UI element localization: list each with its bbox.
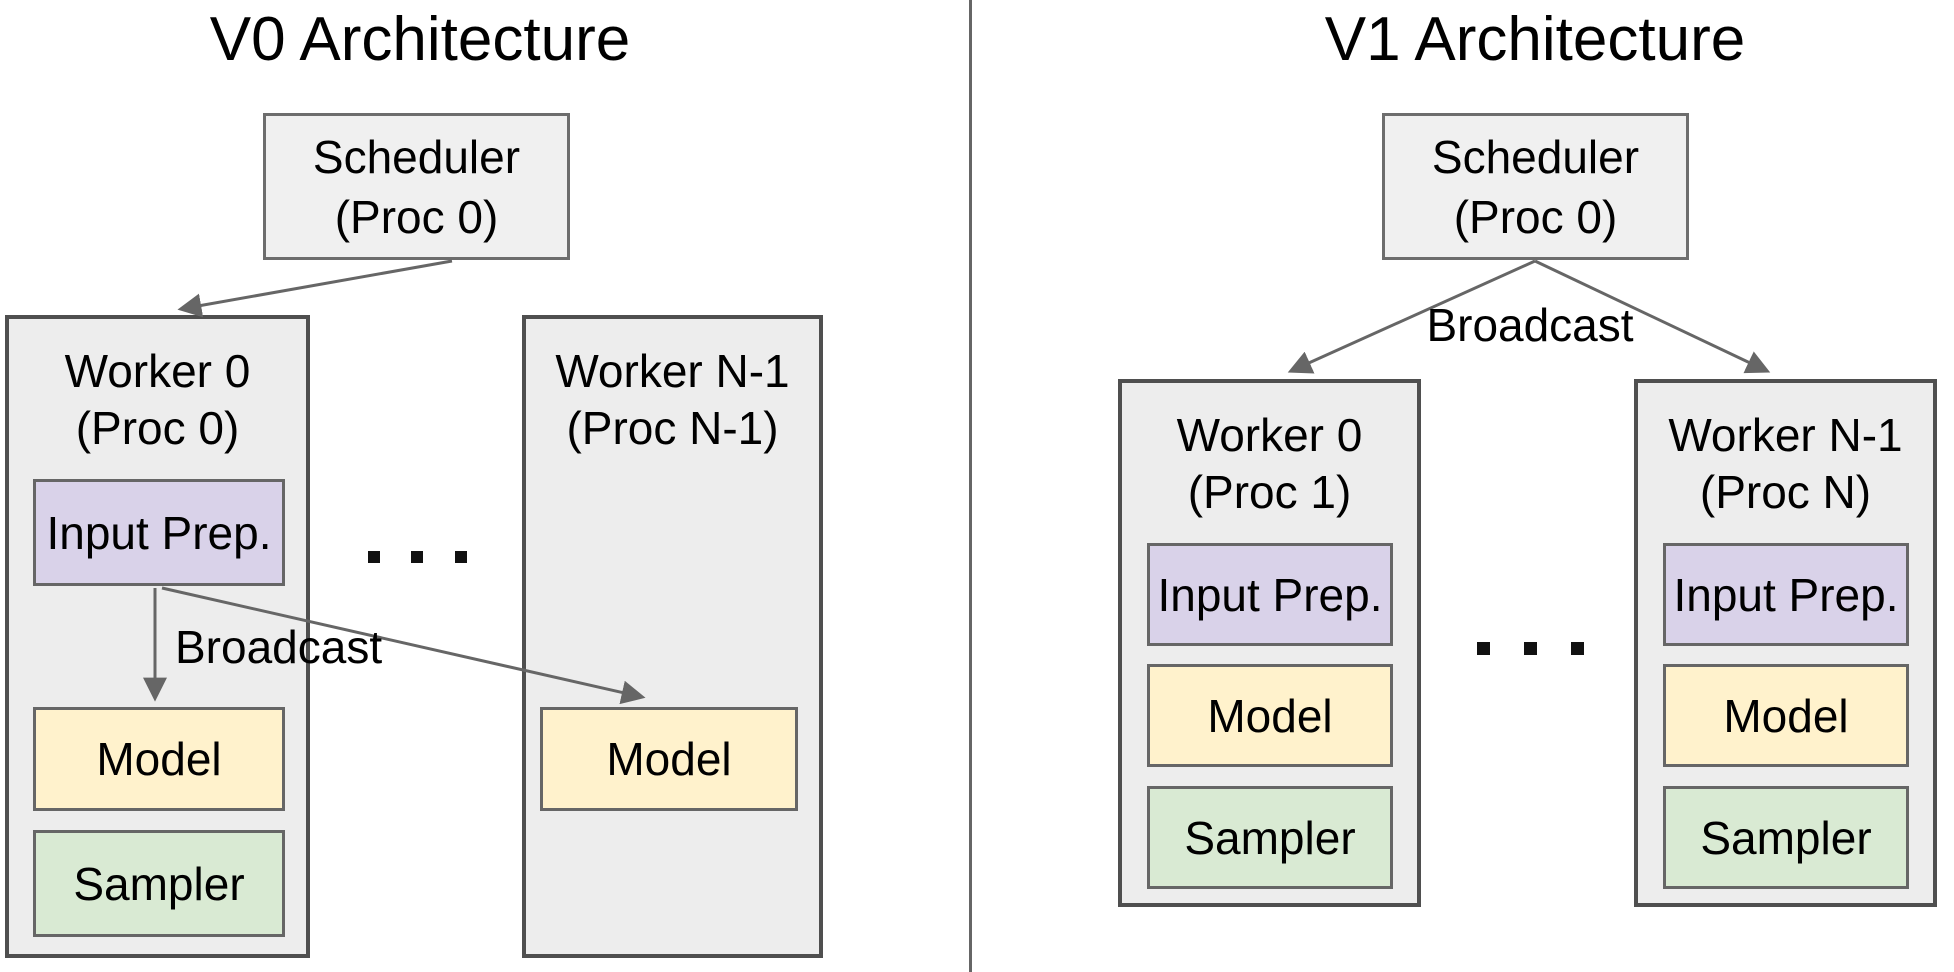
v1-worker0-model-label: Model	[1207, 689, 1333, 742]
v1-worker0-name: Worker 0	[1176, 409, 1363, 461]
v1-worker0-model-box: Model	[1147, 664, 1393, 767]
v1-workerN-input-prep-label: Input Prep.	[1673, 568, 1899, 621]
v1-workerN-model-box: Model	[1663, 664, 1909, 767]
v0-scheduler-label: Scheduler	[312, 130, 521, 183]
v1-scheduler-label: Scheduler	[1431, 130, 1640, 183]
v1-worker0-sampler-box: Sampler	[1147, 786, 1393, 889]
ellipsis-dot	[455, 551, 467, 563]
section-divider-line	[969, 0, 972, 972]
ellipsis-dot	[1571, 642, 1584, 655]
v1-worker0-proc: (Proc 1)	[1187, 466, 1352, 518]
v0-worker0-title: Worker 0 (Proc 0)	[9, 319, 306, 457]
ellipsis-dot	[411, 551, 423, 563]
v1-worker0-input-prep-box: Input Prep.	[1147, 543, 1393, 646]
v0-worker0-name: Worker 0	[64, 345, 251, 397]
v1-broadcast-label: Broadcast	[1426, 299, 1634, 351]
v0-worker0-model-box: Model	[33, 707, 285, 811]
v1-workerN-name: Worker N-1	[1668, 409, 1903, 461]
v1-workerN-proc: (Proc N)	[1699, 466, 1872, 518]
ellipsis-dot	[1477, 642, 1490, 655]
v1-worker0-title: Worker 0 (Proc 1)	[1122, 383, 1417, 521]
ellipsis-dot	[368, 551, 380, 563]
v0-broadcast-label: Broadcast	[175, 621, 383, 673]
v0-workerN-proc: (Proc N-1)	[566, 402, 779, 454]
v0-arrow-scheduler-to-worker0	[177, 259, 453, 318]
v0-workerN-name: Worker N-1	[555, 345, 790, 397]
v1-worker0-sampler-label: Sampler	[1184, 811, 1356, 864]
v1-scheduler-proc-label: (Proc 0)	[1453, 190, 1618, 243]
v0-worker0-model-label: Model	[96, 733, 222, 785]
v0-workerN-box: Worker N-1 (Proc N-1)	[522, 315, 823, 958]
v0-workerN-title: Worker N-1 (Proc N-1)	[526, 319, 819, 457]
v0-workerN-model-box: Model	[540, 707, 798, 811]
v1-workerN-sampler-label: Sampler	[1700, 811, 1872, 864]
v0-worker0-input-prep-box: Input Prep.	[33, 479, 285, 586]
v0-worker0-input-prep-label: Input Prep.	[46, 506, 272, 559]
v0-workerN-model-label: Model	[606, 733, 732, 785]
v0-worker0-sampler-label: Sampler	[73, 857, 245, 910]
v0-section-title: V0 Architecture	[209, 5, 631, 74]
v1-scheduler-box: Scheduler (Proc 0)	[1382, 113, 1689, 260]
v1-worker0-input-prep-label: Input Prep.	[1157, 568, 1383, 621]
v0-worker0-proc: (Proc 0)	[75, 402, 240, 454]
v0-scheduler-box: Scheduler (Proc 0)	[263, 113, 570, 260]
v1-workerN-input-prep-box: Input Prep.	[1663, 543, 1909, 646]
ellipsis-dot	[1524, 642, 1537, 655]
v0-scheduler-proc-label: (Proc 0)	[334, 190, 499, 243]
v1-workerN-sampler-box: Sampler	[1663, 786, 1909, 889]
v0-worker0-sampler-box: Sampler	[33, 830, 285, 937]
v1-workerN-model-label: Model	[1723, 689, 1849, 742]
v1-workerN-title: Worker N-1 (Proc N)	[1638, 383, 1933, 521]
v1-section-title: V1 Architecture	[1324, 5, 1746, 74]
